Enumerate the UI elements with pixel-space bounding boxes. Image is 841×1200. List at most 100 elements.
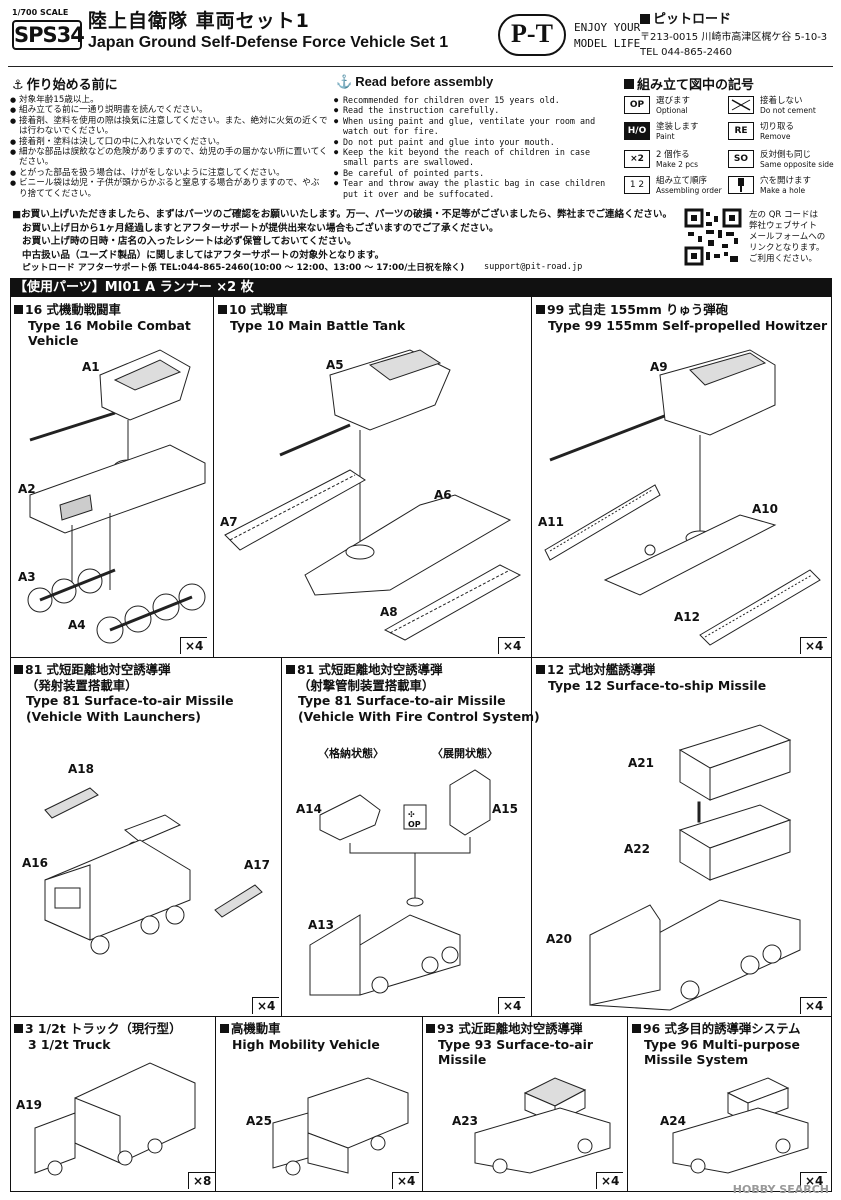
list-item: When using paint and glue, ventilate you… xyxy=(334,116,614,137)
panel-type81-firecontrol-title: 81 式短距離地対空誘導弾 （射撃管制装置搭載車） Type 81 Surfac… xyxy=(286,662,540,724)
pitroad-logo: P-T xyxy=(498,14,566,56)
quantity-badge: ×4 xyxy=(498,997,526,1014)
divider xyxy=(8,66,833,67)
type12-assembly-drawing xyxy=(589,724,801,1011)
remove-icon: RE xyxy=(728,122,754,140)
part-label: A22 xyxy=(624,842,650,856)
qr-description: 左の QR コードは 弊社ウェブサイト メールフォームへの リンクとなります。 … xyxy=(749,210,826,264)
list-item: 接着剤、塗料を使用の際は換気に注意してください。また、絶対に火気の近くでは行わな… xyxy=(10,116,328,137)
part-label: A15 xyxy=(492,802,518,816)
no-cement-icon xyxy=(728,96,754,114)
part-label: A18 xyxy=(68,762,94,776)
after-support-notice: ■お買い上げいただきましたら、まずはパーツのご確認をお願いいたします。万一、パー… xyxy=(12,209,673,274)
support-email: support@pit-road.jp xyxy=(484,262,583,272)
part-label: A13 xyxy=(308,918,334,932)
list-item: 組み立てる前に一通り説明書を読んでください。 xyxy=(10,105,328,116)
grid-col-divider xyxy=(627,1016,628,1191)
panel-hmv-title: 高機動車 High Mobility Vehicle xyxy=(220,1021,380,1052)
legend-heading: 組み立て図中の記号 xyxy=(624,74,754,93)
grid-row-divider xyxy=(10,657,832,658)
part-label: A16 xyxy=(22,856,48,870)
drill-icon xyxy=(728,176,754,194)
square-icon xyxy=(624,79,634,89)
type10-assembly-drawing xyxy=(224,349,522,641)
type16-assembly-drawing xyxy=(27,349,206,644)
part-label: A7 xyxy=(220,515,238,529)
quantity-badge: ×4 xyxy=(180,637,208,654)
make-two-icon: ×2 xyxy=(624,150,650,168)
panel-type93-title: 93 式近距離地対空誘導弾 Type 93 Surface-to-air Mis… xyxy=(426,1021,593,1068)
part-label: A4 xyxy=(68,618,86,632)
part-label: A8 xyxy=(380,605,398,619)
part-label: A6 xyxy=(434,488,452,502)
grid-col-divider xyxy=(215,1016,216,1191)
panel-type81-launcher-title: 81 式短距離地対空誘導弾 （発射装置搭載車） Type 81 Surface-… xyxy=(14,662,234,724)
quantity-badge: ×8 xyxy=(188,1172,216,1189)
title-japanese: 陸上自衛隊 車両セット1 xyxy=(88,10,310,32)
quantity-badge: ×4 xyxy=(800,637,828,654)
part-label: A1 xyxy=(82,360,100,374)
anchor-icon: ⚓ xyxy=(12,78,24,93)
panel-type96-title: 96 式多目的誘導弾システム Type 96 Multi-purpose Mis… xyxy=(632,1021,800,1068)
part-label: A9 xyxy=(650,360,668,374)
quantity-badge: ×4 xyxy=(392,1172,420,1189)
panel-type99-title: 99 式自走 155mm りゅう弾砲 Type 99 155mm Self-pr… xyxy=(536,302,827,333)
list-item: Read the instruction carefully. xyxy=(334,105,614,116)
part-label: A19 xyxy=(16,1098,42,1112)
scale-label: 1/700 SCALE xyxy=(12,8,69,17)
company-address: 〒213-0015 川崎市高津区梶ケ谷 5-10-3 TEL 044-865-2… xyxy=(640,32,828,58)
title-english: Japan Ground Self-Defense Force Vehicle … xyxy=(88,34,449,51)
svg-text:✣: ✣ xyxy=(408,810,415,819)
type96-drawing xyxy=(672,1077,809,1174)
quantity-badge: ×4 xyxy=(252,997,280,1014)
order-icon: 1 2 xyxy=(624,176,650,194)
slogan: ENJOY YOUR MODEL LIFE xyxy=(574,21,641,50)
paint-icon: H/O xyxy=(624,122,650,140)
list-item: 対象年齢15歳以上。 xyxy=(10,95,328,106)
grid-border-bottom xyxy=(10,1191,832,1192)
before-en-heading: ⚓Read before assembly xyxy=(336,74,494,89)
list-item: Keep the kit beyond the reach of childre… xyxy=(334,147,614,168)
grid-col-divider xyxy=(281,657,282,1016)
optional-icon: OP xyxy=(624,96,650,114)
part-label: A5 xyxy=(326,358,344,372)
panel-truck-title: 3 1/2t トラック（現行型） 3 1/2t Truck xyxy=(14,1021,181,1052)
part-label: A3 xyxy=(18,570,36,584)
grid-col-divider xyxy=(531,657,532,1016)
panel-type12-title: 12 式地対艦誘導弾 Type 12 Surface-to-ship Missi… xyxy=(536,662,766,693)
anchor-icon: ⚓ xyxy=(336,74,353,89)
stowed-state-label: 〈格納状態〉 xyxy=(318,747,384,760)
part-label: A24 xyxy=(660,1114,686,1128)
part-label: A14 xyxy=(296,802,322,816)
part-label: A2 xyxy=(18,482,36,496)
svg-text:OP: OP xyxy=(408,820,421,829)
product-code: SPS34 xyxy=(12,20,85,50)
list-item: Do not put paint and glue into your mout… xyxy=(334,137,614,148)
grid-row-divider xyxy=(10,1016,832,1017)
part-label: A25 xyxy=(246,1114,272,1128)
type93-drawing xyxy=(474,1077,611,1174)
quantity-badge: ×4 xyxy=(800,1172,828,1189)
grid-border-left xyxy=(10,297,11,1192)
part-label: A20 xyxy=(546,932,572,946)
list-item: Tear and throw away the plastic bag in c… xyxy=(334,178,614,199)
grid-col-divider xyxy=(213,297,214,657)
part-label: A10 xyxy=(752,502,778,516)
list-item: 接着剤・塗料は決して口の中に入れないでください。 xyxy=(10,137,328,148)
part-label: A12 xyxy=(674,610,700,624)
part-label: A11 xyxy=(538,515,564,529)
part-label: A23 xyxy=(452,1114,478,1128)
list-item: 細かな部品は誤飲などの危険がありますので、幼児の手の届かない所に置いてください。 xyxy=(10,147,328,168)
type99-assembly-drawing xyxy=(544,349,821,646)
qr-code-icon[interactable] xyxy=(684,208,742,266)
deployed-state-label: 〈展開状態〉 xyxy=(432,747,498,760)
before-jp-heading: ⚓作り始める前に xyxy=(12,78,118,93)
list-item: ビニール袋は幼児・子供が頭からかぶると窒息する場合がありますので、やぶり捨ててく… xyxy=(10,178,328,199)
grid-border-right xyxy=(831,297,832,1192)
before-jp-list: 対象年齢15歳以上。 組み立てる前に一通り説明書を読んでください。 接着剤、塗料… xyxy=(10,95,328,199)
